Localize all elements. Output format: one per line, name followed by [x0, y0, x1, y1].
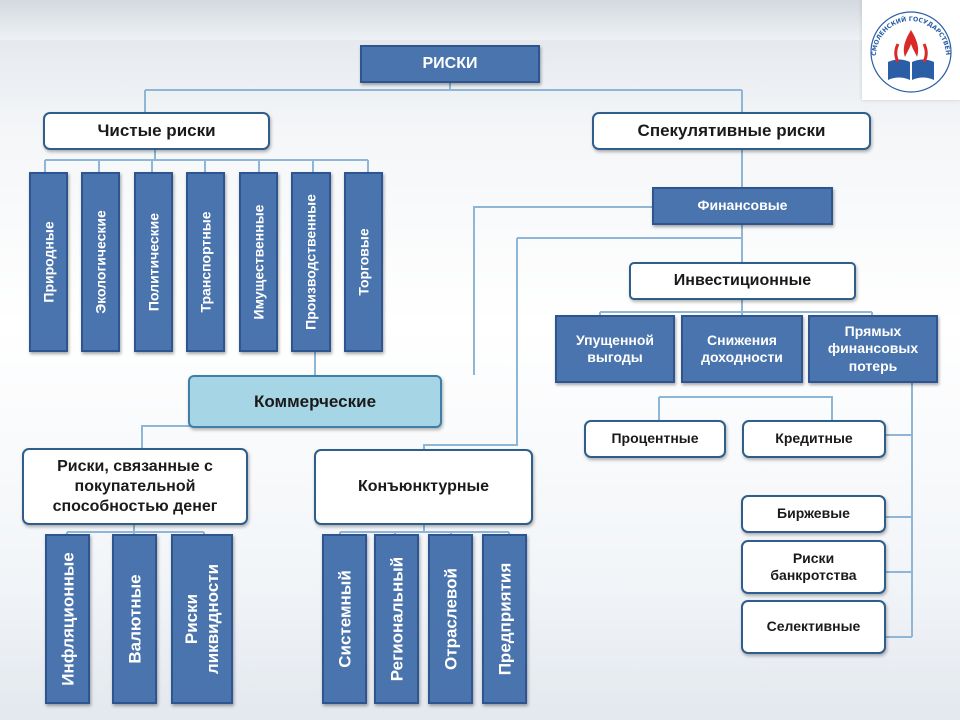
purchasing-item-label: Риски ликвидности	[181, 563, 222, 675]
conjunctural-item-label: Системный	[334, 570, 354, 668]
top-band	[0, 0, 960, 40]
investment-item: Прямых финансовых потерь	[808, 315, 938, 383]
speculative-risks-box: Спекулятивные риски	[592, 112, 871, 150]
financial-box: Финансовые	[652, 187, 833, 225]
purchasing-power-box: Риски, связанные с покупательной способн…	[22, 448, 248, 525]
purchasing-item: Риски ликвидности	[171, 534, 233, 704]
root-risks-box: РИСКИ	[360, 45, 540, 83]
investment-item-label: Прямых финансовых потерь	[827, 322, 919, 374]
pure-risk-item-label: Экологические	[91, 210, 108, 314]
university-logo: СМОЛЕНСКИЙ ГОСУДАРСТВЕННЫЙ УНИВЕРСИТЕТ	[859, 0, 960, 100]
loss-item-label: Кредитные	[775, 430, 853, 447]
pure-risk-item: Транспортные	[186, 172, 225, 352]
conjunctural-item-label: Региональный	[386, 556, 406, 682]
conjunctural-label: Конъюнктурные	[357, 478, 490, 495]
pure-risks-box: Чистые риски	[43, 112, 270, 150]
pure-risk-item-label: Торговые	[354, 228, 371, 296]
loss-item: Кредитные	[742, 420, 886, 458]
financial-label: Финансовые	[697, 197, 788, 214]
loss-item: Селективные	[741, 600, 886, 654]
pure-risk-item: Экологические	[81, 172, 120, 352]
commercial-label: Коммерческие	[253, 391, 377, 411]
investment-box: Инвестиционные	[629, 262, 856, 300]
pure-risk-item: Производственные	[291, 172, 331, 352]
purchasing-item: Инфляционные	[45, 534, 90, 704]
investment-item-label: Упущенной выгоды	[575, 331, 655, 366]
pure-risk-item: Политические	[134, 172, 173, 352]
pure-risk-item-label: Имущественные	[249, 204, 266, 320]
investment-item: Упущенной выгоды	[555, 315, 675, 383]
university-seal-icon: СМОЛЕНСКИЙ ГОСУДАРСТВЕННЫЙ УНИВЕРСИТЕТ	[859, 0, 952, 93]
pure-risk-item-label: Транспортные	[196, 211, 213, 313]
conjunctural-item-label: Предприятия	[494, 562, 514, 676]
investment-item: Снижения доходности	[681, 315, 803, 383]
commercial-box: Коммерческие	[188, 375, 442, 428]
investment-label: Инвестиционные	[673, 272, 812, 289]
purchasing-item: Валютные	[112, 534, 157, 704]
pure-risk-item-label: Производственные	[302, 194, 319, 330]
conjunctural-item: Региональный	[374, 534, 419, 704]
loss-item-label: Риски банкротства	[770, 549, 857, 584]
purchasing-power-label: Риски, связанные с покупательной способн…	[52, 457, 218, 515]
conjunctural-item: Системный	[322, 534, 367, 704]
speculative-risks-title: Спекулятивные риски	[637, 121, 826, 141]
purchasing-item-label: Инфляционные	[57, 552, 77, 686]
loss-item-label: Селективные	[766, 618, 861, 635]
pure-risk-item: Торговые	[344, 172, 383, 352]
conjunctural-box: Конъюнктурные	[314, 449, 533, 525]
investment-item-label: Снижения доходности	[701, 331, 783, 366]
loss-item-label: Процентные	[611, 430, 699, 447]
pure-risks-title: Чистые риски	[97, 121, 216, 141]
loss-item: Риски банкротства	[741, 540, 886, 594]
pure-risk-item-label: Природные	[39, 221, 56, 303]
conjunctural-item-label: Отраслевой	[440, 568, 460, 670]
pure-risk-item-label: Политические	[144, 212, 161, 312]
purchasing-item-label: Валютные	[124, 574, 144, 664]
pure-risk-item: Имущественные	[239, 172, 278, 352]
loss-item-label: Биржевые	[777, 505, 850, 522]
pure-risk-item: Природные	[29, 172, 68, 352]
root-risks-label: РИСКИ	[422, 55, 478, 72]
conjunctural-item: Предприятия	[482, 534, 527, 704]
loss-item: Биржевые	[741, 495, 886, 533]
loss-item: Процентные	[584, 420, 726, 458]
conjunctural-item: Отраслевой	[428, 534, 473, 704]
